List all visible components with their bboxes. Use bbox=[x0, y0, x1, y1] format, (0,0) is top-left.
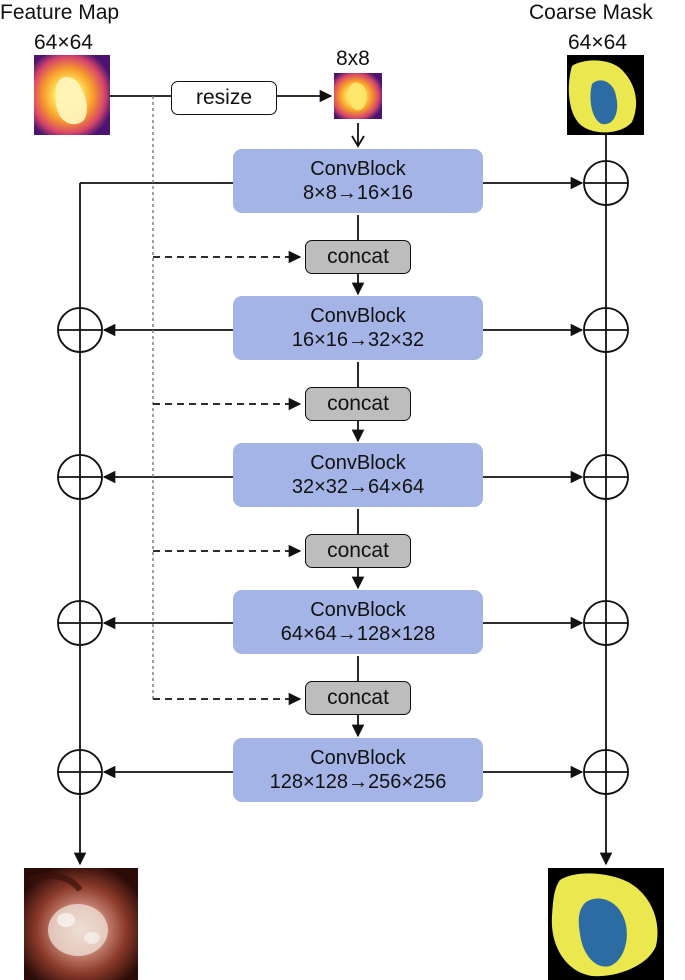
convblock-1-shape: 8×8→16×16 bbox=[302, 182, 414, 204]
feature-map-size: 64×64 bbox=[34, 31, 93, 54]
concat-node-4: concat bbox=[305, 681, 411, 715]
convblock-1: ConvBlock 8×8→16×16 bbox=[233, 149, 483, 213]
convblock-4-name: ConvBlock bbox=[310, 599, 406, 621]
resized-size: 8x8 bbox=[336, 47, 370, 70]
endoscopy-image bbox=[24, 868, 138, 980]
convblock-3-name: ConvBlock bbox=[310, 452, 406, 474]
convblock-4-shape: 64×64→128×128 bbox=[280, 623, 436, 645]
convblock-4: ConvBlock 64×64→128×128 bbox=[233, 590, 483, 654]
convblock-3-shape: 32×32→64×64 bbox=[291, 476, 425, 498]
coarse-mask-size: 64×64 bbox=[568, 31, 627, 54]
resize-node: resize bbox=[171, 81, 277, 115]
concat-node-3: concat bbox=[305, 534, 411, 568]
add-node-left-4 bbox=[57, 749, 103, 795]
feature-map-image bbox=[34, 55, 110, 135]
add-node-right-3 bbox=[583, 454, 629, 500]
add-node-right-1 bbox=[583, 160, 629, 206]
coarse-mask-title: Coarse Mask bbox=[529, 1, 653, 24]
refined-mask-image bbox=[548, 868, 664, 980]
add-node-right-2 bbox=[583, 307, 629, 353]
concat-node-2: concat bbox=[305, 387, 411, 421]
convblock-2: ConvBlock 16×16→32×32 bbox=[233, 296, 483, 360]
feature-map-title: Feature Map bbox=[0, 1, 120, 24]
add-node-left-3 bbox=[57, 600, 103, 646]
add-node-right-5 bbox=[583, 749, 629, 795]
add-node-left-1 bbox=[57, 307, 103, 353]
convblock-3: ConvBlock 32×32→64×64 bbox=[233, 443, 483, 507]
convblock-1-name: ConvBlock bbox=[310, 158, 406, 180]
concat-node-1: concat bbox=[305, 240, 411, 274]
convblock-2-name: ConvBlock bbox=[310, 305, 406, 327]
coarse-mask-image bbox=[567, 55, 644, 135]
add-node-left-2 bbox=[57, 454, 103, 500]
resized-map-image bbox=[334, 73, 382, 119]
convblock-5: ConvBlock 128×128→256×256 bbox=[233, 738, 483, 802]
convblock-2-shape: 16×16→32×32 bbox=[291, 329, 425, 351]
convblock-5-shape: 128×128→256×256 bbox=[269, 771, 447, 793]
add-node-right-4 bbox=[583, 600, 629, 646]
convblock-5-name: ConvBlock bbox=[310, 747, 406, 769]
